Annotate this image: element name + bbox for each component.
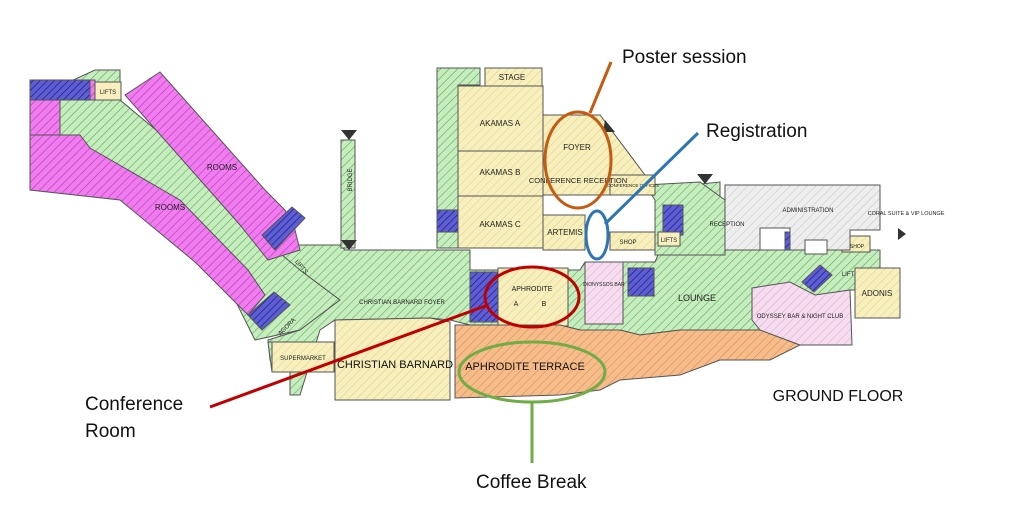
dionyssos-bar-area bbox=[584, 261, 624, 325]
label-akamas-c: AKAMAS C bbox=[479, 220, 521, 229]
conference-room-label-line2: Room bbox=[85, 421, 136, 442]
label-akamas-a: AKAMAS A bbox=[480, 119, 521, 128]
label-lifts-top: LIFTS bbox=[100, 90, 116, 96]
label-dionyssos-bar: DIONYSSOS BAR bbox=[583, 282, 625, 288]
label-adonis: ADONIS bbox=[862, 289, 893, 298]
poster-session-pointer bbox=[588, 61, 613, 114]
entrance-markers bbox=[341, 120, 906, 250]
label-akamas-b: AKAMAS B bbox=[480, 168, 521, 177]
label-rooms-b: ROOMS bbox=[155, 203, 185, 212]
label-lifts-right: LIFTS bbox=[661, 238, 677, 244]
label-lounge: LOUNGE bbox=[678, 293, 716, 303]
annotation-labels: Poster session Registration Conference R… bbox=[85, 47, 807, 493]
registration-label: Registration bbox=[706, 121, 807, 142]
label-lift: LIFT bbox=[842, 272, 855, 278]
label-odyssey: ODYSSEY BAR & NIGHT CLUB bbox=[757, 314, 843, 320]
annotations bbox=[209, 61, 700, 463]
label-stage: STAGE bbox=[499, 73, 526, 82]
lifts-right-box bbox=[657, 231, 681, 247]
conference-room-pointer bbox=[209, 303, 489, 409]
admin-small-box bbox=[804, 239, 828, 255]
registration-pointer bbox=[603, 131, 700, 226]
lifts-top-box bbox=[94, 81, 122, 101]
conference-room-highlight bbox=[483, 265, 581, 329]
label-conference-offices: CONFERENCE OFFICES bbox=[607, 183, 659, 188]
label-coral-suite: CORAL SUITE & VIP LOUNGE bbox=[868, 211, 945, 217]
label-aphrodite: APHRODITE bbox=[512, 286, 553, 293]
label-shop-left: SHOP bbox=[619, 240, 636, 246]
label-shop-right: SHOP bbox=[850, 244, 865, 250]
poster-session-label: Poster session bbox=[622, 47, 747, 68]
label-aphrodite-b: B bbox=[542, 301, 547, 308]
label-artemis: ARTEMIS bbox=[547, 228, 582, 237]
administration-area bbox=[724, 184, 881, 251]
poster-session-highlight bbox=[543, 110, 613, 210]
label-administration: ADMINISTRATION bbox=[783, 208, 834, 214]
label-reception: RECEPTION bbox=[709, 222, 744, 228]
floor-label: GROUND FLOOR bbox=[773, 388, 904, 405]
label-bridge: BRIDGE bbox=[348, 168, 354, 191]
label-conference-reception: CONFERENCE RECEPTION bbox=[529, 176, 627, 185]
coffee-break-label: Coffee Break bbox=[476, 472, 587, 493]
registration-highlight bbox=[584, 209, 610, 261]
label-aphrodite-a: A bbox=[514, 301, 519, 308]
label-aphrodite-terrace: APHRODITE TERRACE bbox=[465, 361, 585, 373]
odyssey-area bbox=[751, 281, 853, 346]
label-christian-barnard-foyer: CHRISTIAN BARNARD FOYER bbox=[359, 300, 445, 306]
label-foyer: FOYER bbox=[563, 143, 591, 152]
label-christian-barnard: CHRISTIAN BARNARD bbox=[337, 359, 453, 371]
label-supermarket: SUPERMARKET bbox=[280, 356, 326, 362]
conference-room-label-line1: Conference bbox=[85, 394, 183, 415]
label-rooms-a: ROOMS bbox=[207, 163, 237, 172]
